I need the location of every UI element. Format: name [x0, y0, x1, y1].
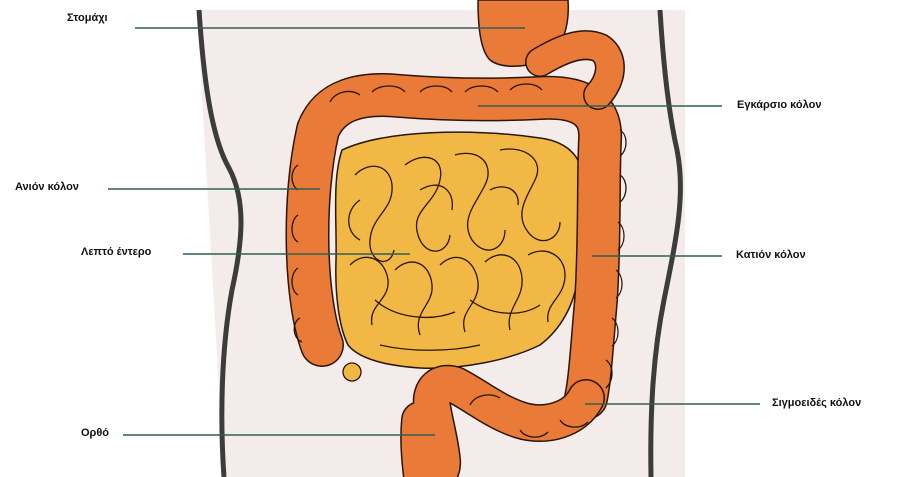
label-rectum: Ορθό: [81, 427, 109, 439]
label-descending-colon: Κατιόν κόλον: [736, 249, 806, 261]
label-sigmoid-colon: Σιγμοειδές κόλον: [772, 397, 861, 409]
label-small-intestine: Λεπτό έντερο: [81, 246, 151, 258]
label-ascending-colon: Ανιόν κόλον: [15, 181, 79, 193]
small-intestine-mass: [336, 132, 583, 368]
label-stomach: Στομάχι: [67, 12, 108, 24]
label-transverse-colon: Εγκάρσιο κόλον: [737, 99, 821, 111]
